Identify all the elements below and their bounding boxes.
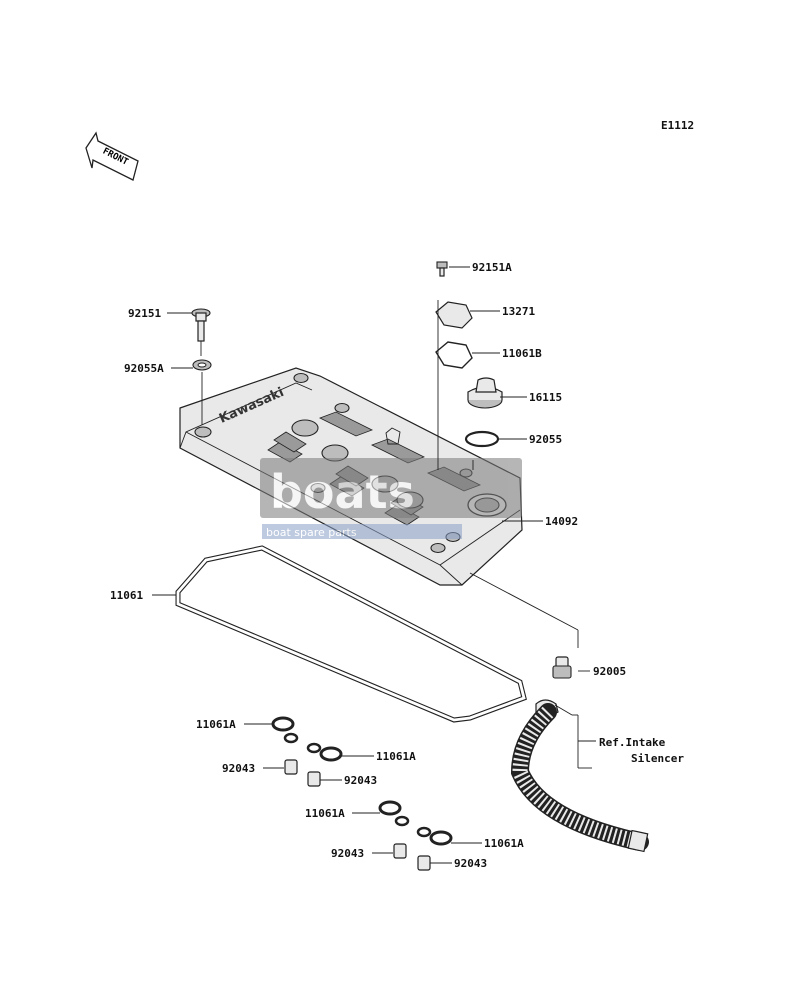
oil-cap-16115: [467, 377, 503, 409]
leader-lines: [152, 266, 596, 864]
ref-note-line-1: Ref.Intake: [599, 736, 666, 749]
label-14092: 14092: [545, 515, 578, 528]
label-11061a-4: 11061A: [484, 837, 524, 850]
seal-11061a-4: [416, 826, 453, 871]
seal-11061a-2: [306, 742, 343, 787]
label-92151: 92151: [128, 307, 161, 320]
bolt-92151a: [436, 261, 448, 277]
label-92043-1: 92043: [222, 762, 255, 775]
seal-11061a-3: [378, 800, 410, 859]
washer-92055a: [192, 359, 212, 371]
fitting-92005: [552, 656, 572, 679]
seal-11061a-1: [271, 716, 299, 775]
label-92055: 92055: [529, 433, 562, 446]
watermark-sub: boat spare parts: [266, 526, 357, 539]
label-11061a-3: 11061A: [305, 807, 345, 820]
label-13271: 13271: [502, 305, 535, 318]
label-92043-3: 92043: [331, 847, 364, 860]
label-11061a-2: 11061A: [376, 750, 416, 763]
front-arrow-icon: FRONT: [85, 131, 139, 181]
bolt-92151: [191, 308, 211, 342]
ref-note-line-2: Silencer: [631, 752, 684, 765]
label-92055a: 92055A: [124, 362, 164, 375]
label-92043-2: 92043: [344, 774, 377, 787]
label-92005: 92005: [593, 665, 626, 678]
watermark-main: boats: [270, 465, 415, 519]
label-11061: 11061: [110, 589, 143, 602]
label-11061a-1: 11061A: [196, 718, 236, 731]
gasket-11061b: [435, 341, 473, 369]
watermark: boats boat spare parts: [260, 458, 522, 539]
label-92151a: 92151A: [472, 261, 512, 274]
plate-13271: [435, 301, 473, 329]
label-11061b: 11061B: [502, 347, 542, 360]
breather-hose: [510, 703, 649, 853]
label-92043-4: 92043: [454, 857, 487, 870]
label-16115: 16115: [529, 391, 562, 404]
diagram-code: E1112: [661, 119, 694, 132]
o-ring-92055: [464, 430, 500, 448]
valve-cover-gasket: [175, 545, 527, 723]
